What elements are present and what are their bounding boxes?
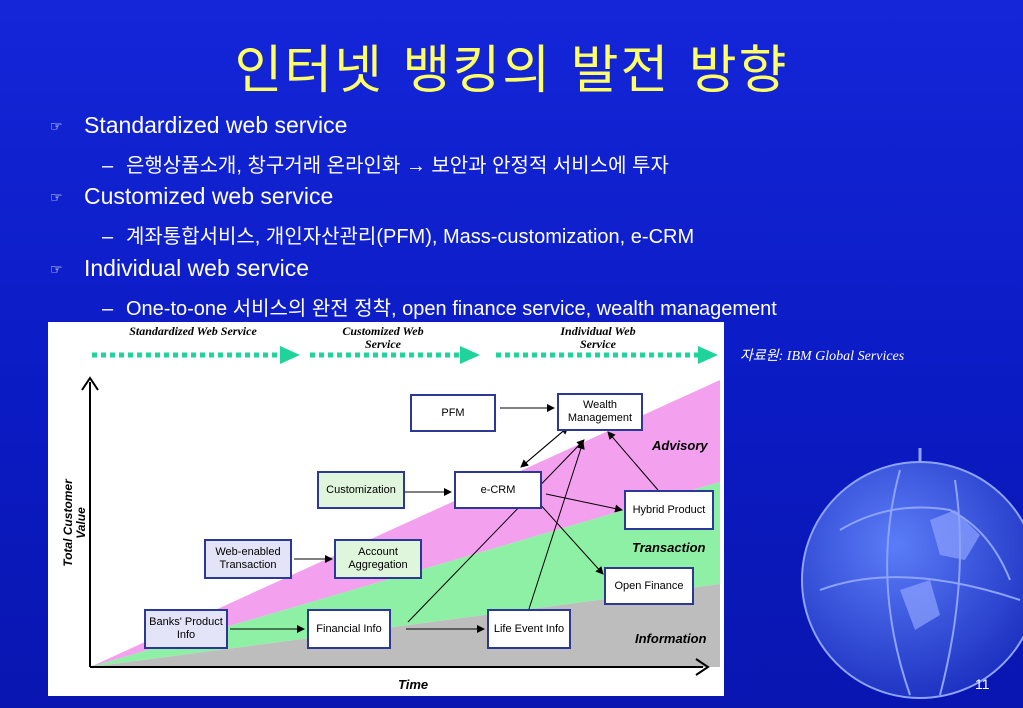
pointing-hand-icon: ☞ — [50, 261, 63, 278]
banks-product-info-box: Banks' Product Info — [144, 609, 228, 649]
source-note: 자료원: IBM Global Services — [740, 349, 905, 364]
pointing-hand-icon: ☞ — [50, 189, 63, 206]
bullet-label: Individual web service — [84, 255, 310, 281]
financial-info-box: Financial Info — [307, 609, 391, 649]
sub-bullet-text: 계좌통합서비스, 개인자산관리(PFM), Mass-customization… — [126, 226, 695, 248]
sub-bullet-item: –은행상품소개, 창구거래 온라인화 → 보안과 안정적 서비스에 투자 — [102, 155, 669, 177]
stage-individual: Individual Web Service — [560, 324, 636, 351]
x-axis-label: Time — [398, 677, 429, 692]
transaction-label: Transaction — [632, 540, 706, 555]
web-enabled-transaction-box: Web-enabled Transaction — [204, 539, 292, 579]
information-label: Information — [635, 631, 707, 646]
sub-bullet-item: –One-to-one 서비스의 완전 정착, open finance ser… — [102, 298, 777, 320]
bullet-label: Customized web service — [84, 183, 334, 209]
sub-bullet-text: One-to-one 서비스의 완전 정착, open finance serv… — [126, 298, 777, 320]
bullet-item: ☞ Standardized web service — [50, 112, 347, 139]
bullet-item: ☞ Individual web service — [50, 255, 309, 282]
stage-customized: Customized Web Service — [342, 324, 424, 351]
hybrid-product-box: Hybrid Product — [624, 490, 714, 530]
life-event-info-box: Life Event Info — [487, 609, 571, 649]
customization-box: Customization — [317, 471, 405, 509]
stage-standardized: Standardized Web Service — [129, 324, 257, 338]
bullet-item: ☞ Customized web service — [50, 183, 333, 210]
bullet-label: Standardized web service — [84, 112, 348, 138]
wealth-management-box: Wealth Management — [557, 393, 643, 431]
advisory-label: Advisory — [652, 438, 708, 453]
account-aggregation-box: Account Aggregation — [334, 539, 422, 579]
sub-bullet-text: 은행상품소개, 창구거래 온라인화 → 보안과 안정적 서비스에 투자 — [126, 155, 669, 177]
slide-title: 인터넷 뱅킹의 발전 방향 — [234, 41, 789, 101]
page-number: 11 — [975, 676, 990, 692]
ecrm-box: e-CRM — [454, 471, 542, 509]
globe-icon — [801, 448, 1023, 699]
advisory-region — [90, 380, 720, 667]
sub-bullet-item: –계좌통합서비스, 개인자산관리(PFM), Mass-customizatio… — [102, 226, 695, 248]
diagram-panel: Standardized Web Service Customized Web … — [48, 322, 724, 696]
y-axis-label: Total Customer Value — [61, 479, 88, 567]
open-finance-box: Open Finance — [604, 567, 694, 605]
pfm-box: PFM — [410, 394, 496, 432]
pointing-hand-icon: ☞ — [50, 118, 63, 135]
